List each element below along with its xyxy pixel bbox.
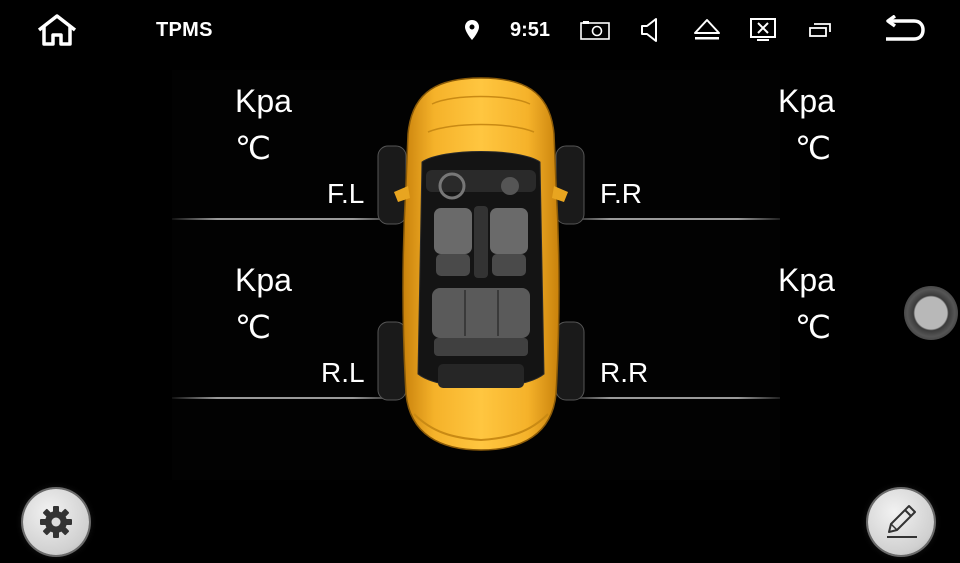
recent-apps-button[interactable] (804, 0, 836, 60)
rear-right-label: R.R (600, 357, 649, 388)
car-top-view-image (377, 77, 585, 451)
rear-left-label: R.L (321, 357, 365, 388)
front-right-pressure-unit: Kpa (778, 83, 835, 119)
divider-front-left (172, 218, 398, 220)
back-icon (886, 15, 925, 41)
status-bar: TPMS 9:51 (0, 0, 960, 60)
settings-button[interactable] (23, 489, 89, 555)
home-icon (37, 14, 77, 46)
home-button[interactable] (32, 0, 82, 60)
front-left-label: F.L (327, 178, 365, 209)
divider-front-right (568, 218, 780, 220)
divider-rear-right (568, 397, 780, 399)
volume-button[interactable] (636, 0, 664, 60)
volume-icon (641, 18, 657, 42)
pencil-icon (887, 505, 917, 538)
rear-right-pressure-unit: Kpa (778, 262, 835, 298)
location-pin-icon (462, 0, 482, 60)
rear-right-temp-unit: ℃ (795, 309, 831, 345)
camera-button[interactable] (578, 0, 612, 60)
eject-button[interactable] (690, 0, 724, 60)
screen-off-icon (750, 18, 776, 41)
app-title: TPMS (156, 18, 213, 41)
clock: 9:51 (510, 18, 551, 41)
screen-off-button[interactable] (747, 0, 779, 60)
camera-icon (580, 21, 610, 40)
floating-assist-ball[interactable] (904, 286, 958, 340)
back-button[interactable] (878, 0, 930, 60)
eject-icon (694, 19, 720, 40)
front-right-label: F.R (600, 178, 642, 209)
rear-left-pressure-unit: Kpa (235, 262, 292, 298)
gear-icon (40, 506, 72, 538)
front-left-pressure-unit: Kpa (235, 83, 292, 119)
rear-left-temp-unit: ℃ (235, 309, 271, 345)
recent-apps-icon (809, 23, 831, 37)
divider-rear-left (172, 397, 398, 399)
front-right-temp-unit: ℃ (795, 130, 831, 166)
front-left-temp-unit: ℃ (235, 130, 271, 166)
edit-button[interactable] (868, 489, 934, 555)
